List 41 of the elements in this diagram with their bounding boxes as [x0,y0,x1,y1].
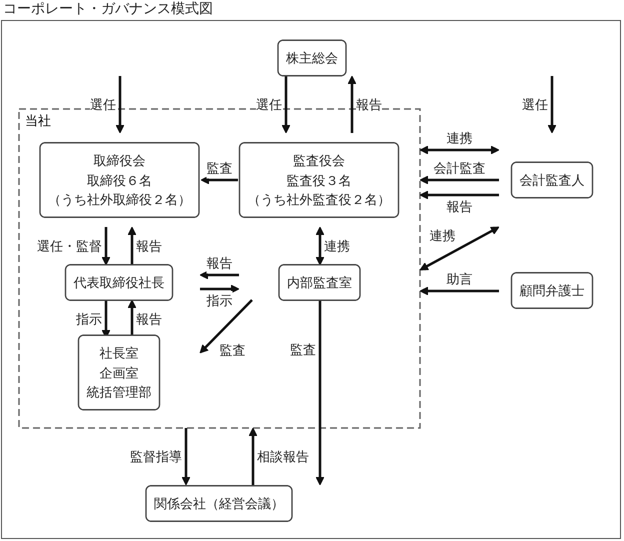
edge-label: 監督指導 [130,448,182,464]
edge-label: 連携 [324,238,350,254]
arrow [420,190,499,200]
arrow [200,284,240,294]
edge-label: 会計監査 [434,160,486,176]
arrow [420,286,499,296]
arrow [116,76,124,134]
edge-label: 指示 [76,311,102,326]
arrow [316,226,324,266]
arrow [420,226,500,270]
arrow [420,176,499,184]
edge-label: 監査 [206,160,232,176]
arrow [420,146,500,154]
arrow [182,428,190,486]
edge-label: 助言 [446,272,472,286]
edge-label: 報告 [446,199,472,214]
arrow [348,76,356,133]
diagram-title: コーポレート・ガバナンス模式図 [3,1,213,18]
edge-label: 監査 [290,342,316,358]
edge-label: 連携 [446,130,472,146]
edge-label: 指示 [206,293,232,308]
edge-label: 選任・監督 [37,238,102,254]
edge-label: 選任 [256,96,282,112]
arrow [200,176,238,184]
arrow [200,270,239,280]
arrow [248,428,258,485]
edge-label: 連携 [430,228,456,243]
edge-label: 報告 [206,256,232,270]
arrow [102,227,110,266]
edge-label: 相談報告 [257,448,309,464]
arrow [128,226,136,265]
edge-label: 選任 [90,96,116,112]
edge-label: 報告 [136,311,162,326]
arrow [316,300,324,486]
edge-label: 報告 [136,238,162,254]
arrow [282,76,290,134]
edge-label: 選任 [522,96,548,112]
arrow [200,299,253,354]
edge-label: 監査 [219,342,246,358]
edge-label: 報告 [356,96,382,112]
arrow [548,76,556,134]
